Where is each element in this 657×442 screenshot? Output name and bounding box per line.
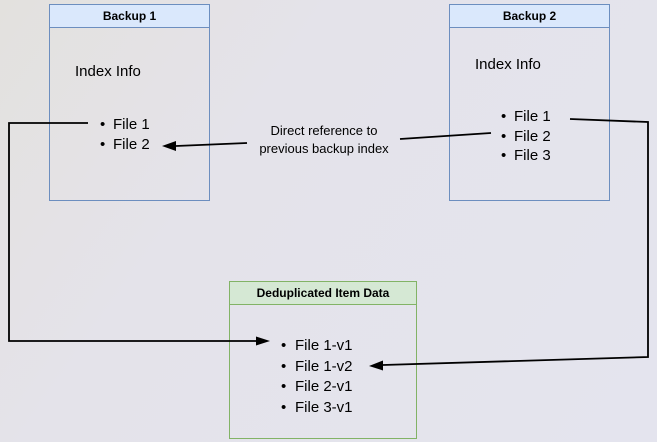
- backup2-header: Backup 2: [450, 5, 609, 28]
- backup1-title: Backup 1: [102, 9, 157, 23]
- file-label: File 2-v1: [295, 378, 353, 395]
- backup2-box[interactable]: Backup 2 Index Info File 1 File 2 File 3: [449, 4, 610, 201]
- edge-label-line2: previous backup index: [259, 141, 389, 156]
- dedup-file-list: File 1-v1 File 1-v2 File 2-v1 File 3-v1: [281, 336, 353, 418]
- backup1-box[interactable]: Backup 1 Index Info File 1 File 2: [49, 4, 210, 201]
- list-item: File 2: [100, 135, 150, 155]
- file-label: File 3-v1: [295, 398, 353, 416]
- backup1-subtitle: Index Info: [75, 63, 141, 80]
- file-label: File 2: [113, 136, 150, 153]
- list-item: File 1-v1: [281, 336, 353, 357]
- file-label: File 1: [113, 116, 150, 133]
- edge-label-line1: Direct reference to: [270, 123, 378, 138]
- list-item: File 2-v1: [281, 377, 353, 398]
- backup1-header: Backup 1: [50, 5, 209, 28]
- direct-reference-edge-label[interactable]: Direct reference to previous backup inde…: [234, 122, 414, 158]
- file-label: File 2: [514, 127, 551, 145]
- backup1-file-list: File 1 File 2: [100, 115, 150, 155]
- deduplicated-item-data-box[interactable]: Deduplicated Item Data File 1-v1 File 1-…: [229, 281, 417, 439]
- dedup-title: Deduplicated Item Data: [256, 286, 390, 300]
- list-item: File 1-v2: [281, 357, 353, 378]
- file-label: File 3: [514, 147, 551, 164]
- file-label: File 1: [514, 108, 551, 125]
- list-item: File 3: [501, 146, 551, 166]
- list-item: File 3-v1: [281, 398, 353, 419]
- file-label: File 1-v1: [295, 337, 353, 354]
- list-item: File 1: [100, 115, 150, 135]
- backup2-file-list: File 1 File 2 File 3: [501, 107, 551, 166]
- backup2-title: Backup 2: [502, 9, 557, 23]
- file-label: File 1-v2: [295, 357, 353, 375]
- dedup-header: Deduplicated Item Data: [230, 282, 416, 305]
- backup2-subtitle: Index Info: [475, 56, 541, 73]
- list-item: File 1: [501, 107, 551, 127]
- list-item: File 2: [501, 127, 551, 147]
